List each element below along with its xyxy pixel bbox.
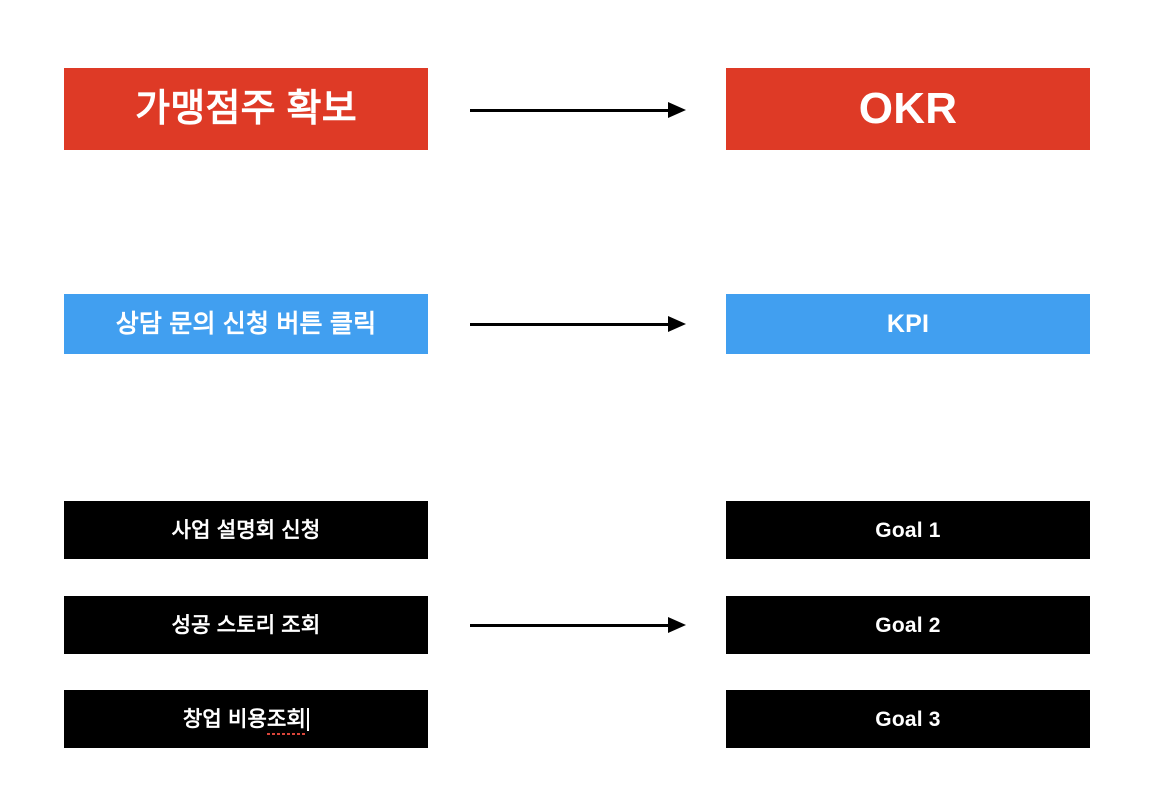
goal-3-source-box[interactable]: 창업 비용 조회: [64, 690, 428, 748]
okr-target-box[interactable]: OKR: [726, 68, 1090, 150]
kpi-source-box[interactable]: 상담 문의 신청 버튼 클릭: [64, 294, 428, 354]
arrow-head: [668, 617, 686, 633]
goal-1-source-box[interactable]: 사업 설명회 신청: [64, 501, 428, 559]
arrow-head: [668, 102, 686, 118]
arrow-shaft: [470, 624, 673, 627]
goal-2-target-box[interactable]: Goal 2: [726, 596, 1090, 654]
goal-2-source-box[interactable]: 성공 스토리 조회: [64, 596, 428, 654]
okr-source-box[interactable]: 가맹점주 확보: [64, 68, 428, 150]
arrow-right-icon-goal: [470, 614, 686, 636]
goal-3-label-misspelled-word: 조회: [267, 707, 307, 735]
arrow-right-icon-kpi: [470, 313, 686, 335]
goal-1-target-box[interactable]: Goal 1: [726, 501, 1090, 559]
arrow-right-icon-okr: [470, 99, 686, 121]
goal-3-target-box[interactable]: Goal 3: [726, 690, 1090, 748]
text-caret: [307, 707, 310, 731]
arrow-shaft: [470, 323, 673, 326]
arrow-head: [668, 316, 686, 332]
arrow-shaft: [470, 109, 673, 112]
kpi-target-box[interactable]: KPI: [726, 294, 1090, 354]
goal-3-label-prefix: 창업 비용: [182, 707, 268, 731]
